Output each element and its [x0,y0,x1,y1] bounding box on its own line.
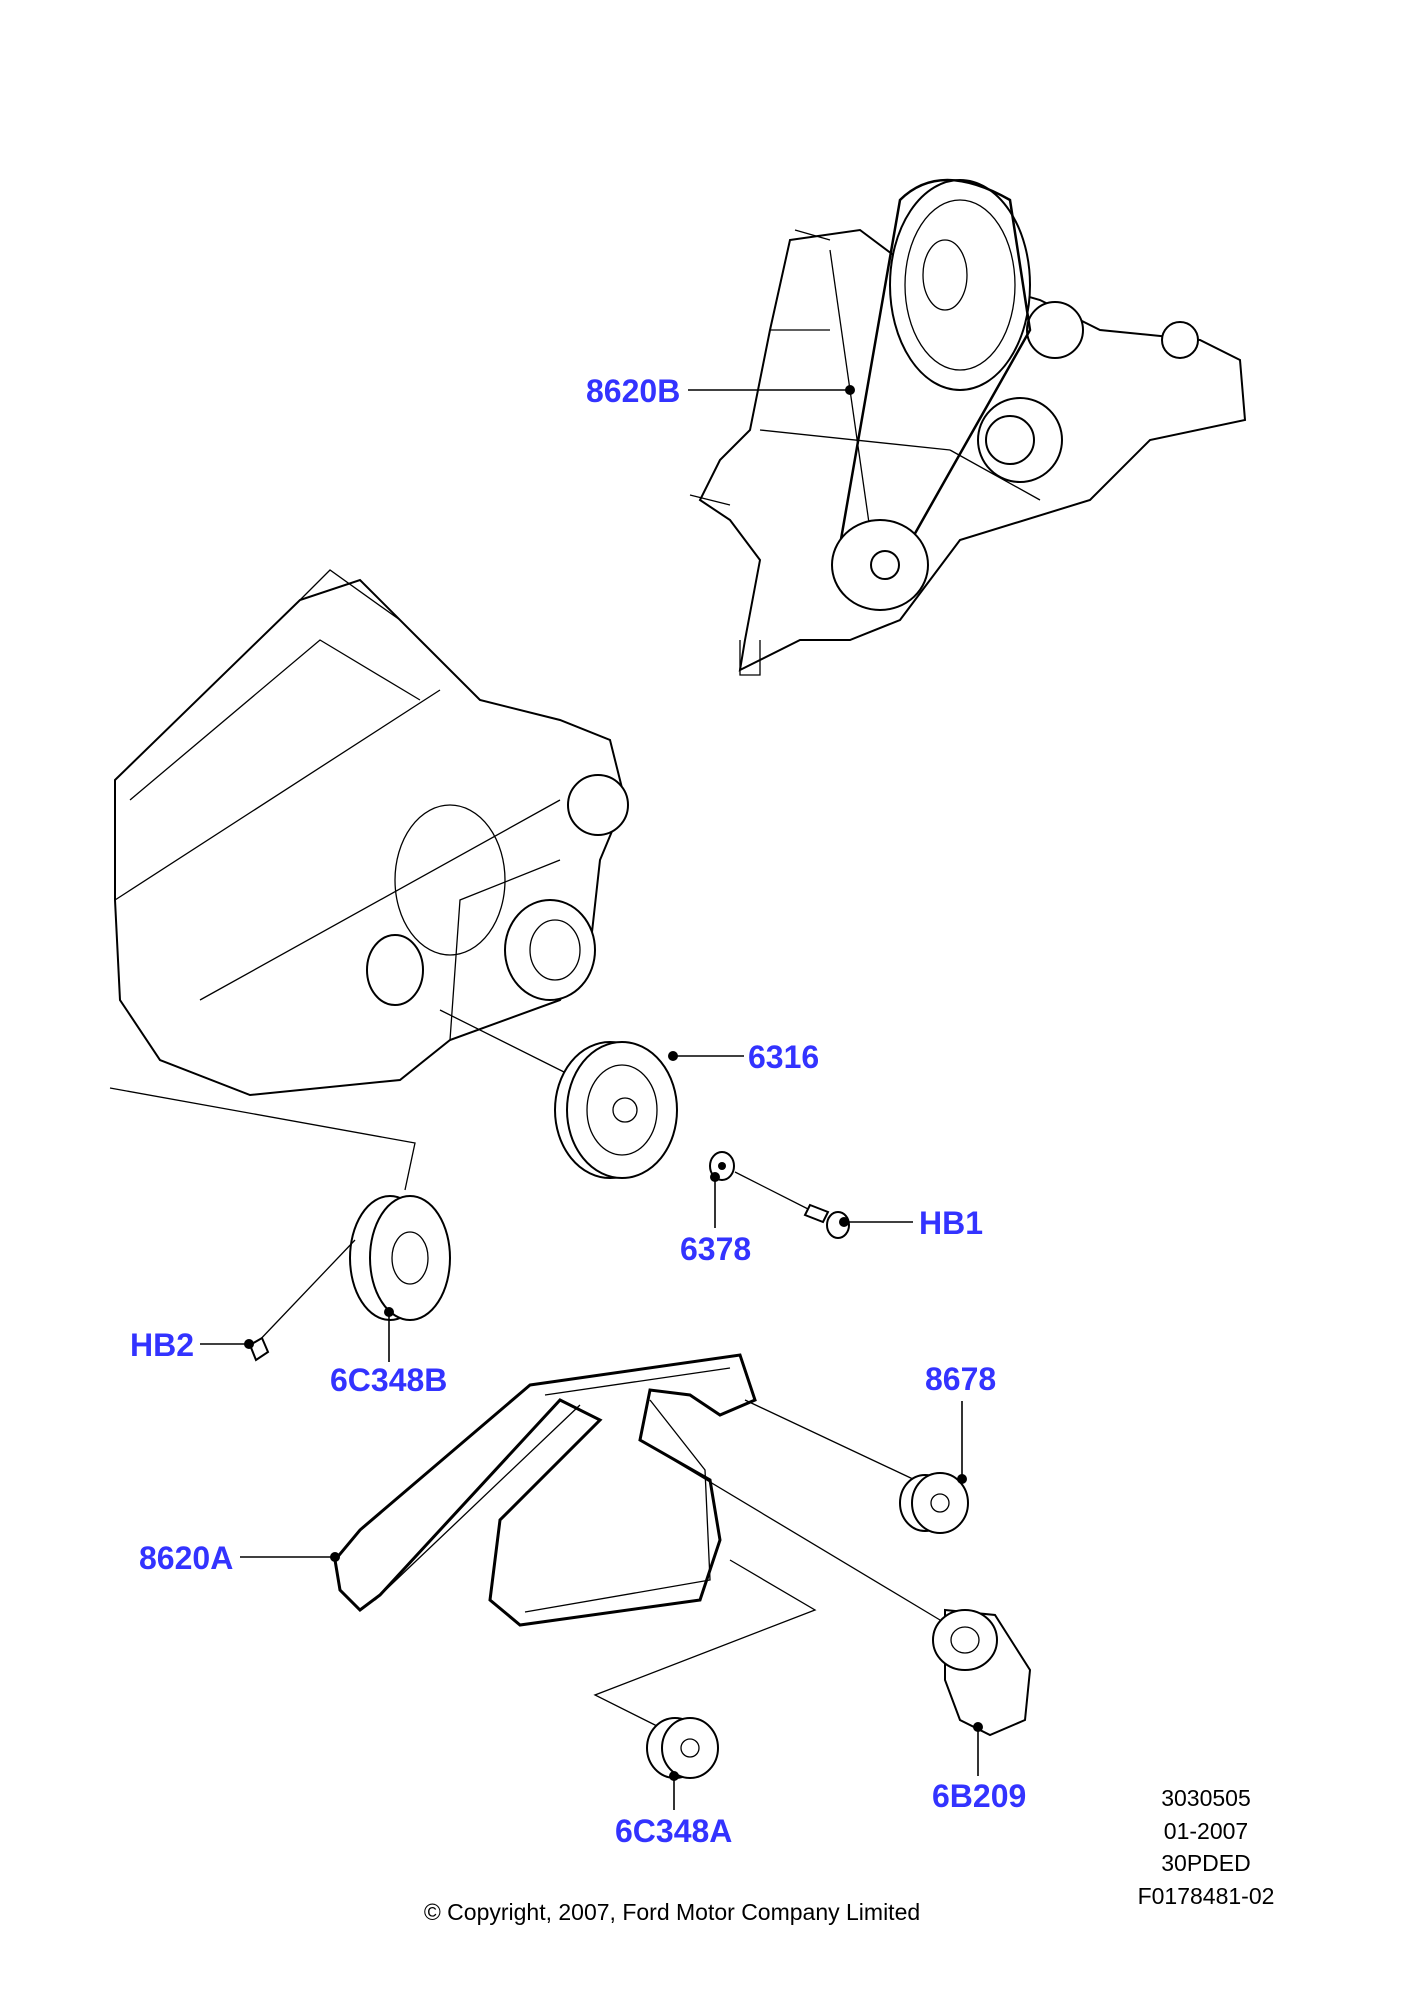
idler-pulley-b [109,1087,451,1362]
label-8678[interactable]: 8678 [925,1361,996,1397]
washer [709,1151,811,1211]
copyright-text: © Copyright, 2007, Ford Motor Company Li… [424,1899,920,1925]
label-8620a[interactable]: 8620A [139,1540,233,1576]
idler-pulley-8678 [744,1399,969,1534]
code-line-3: 30PDED [1161,1850,1250,1876]
label-6b209[interactable]: 6B209 [932,1778,1026,1814]
idler-pulley-a [593,1559,817,1779]
code-line-4: F0178481-02 [1138,1883,1275,1909]
label-6c348a[interactable]: 6C348A [615,1813,732,1849]
crankshaft-pulley [439,1009,678,1179]
drive-belt [333,1353,757,1627]
label-hb2[interactable]: HB2 [130,1327,194,1363]
label-6316[interactable]: 6316 [748,1039,819,1075]
code-line-1: 3030505 [1161,1785,1251,1811]
engine-block [114,569,629,1097]
label-hb1[interactable]: HB1 [919,1205,983,1241]
code-line-2: 01-2007 [1164,1818,1248,1844]
leader-lines [200,385,983,1810]
label-8620b[interactable]: 8620B [586,373,680,409]
label-6c348b[interactable]: 6C348B [330,1362,447,1398]
water-pump-assembly [689,178,1247,676]
belt-tensioner [639,1439,1032,1737]
label-6378[interactable]: 6378 [680,1231,751,1267]
